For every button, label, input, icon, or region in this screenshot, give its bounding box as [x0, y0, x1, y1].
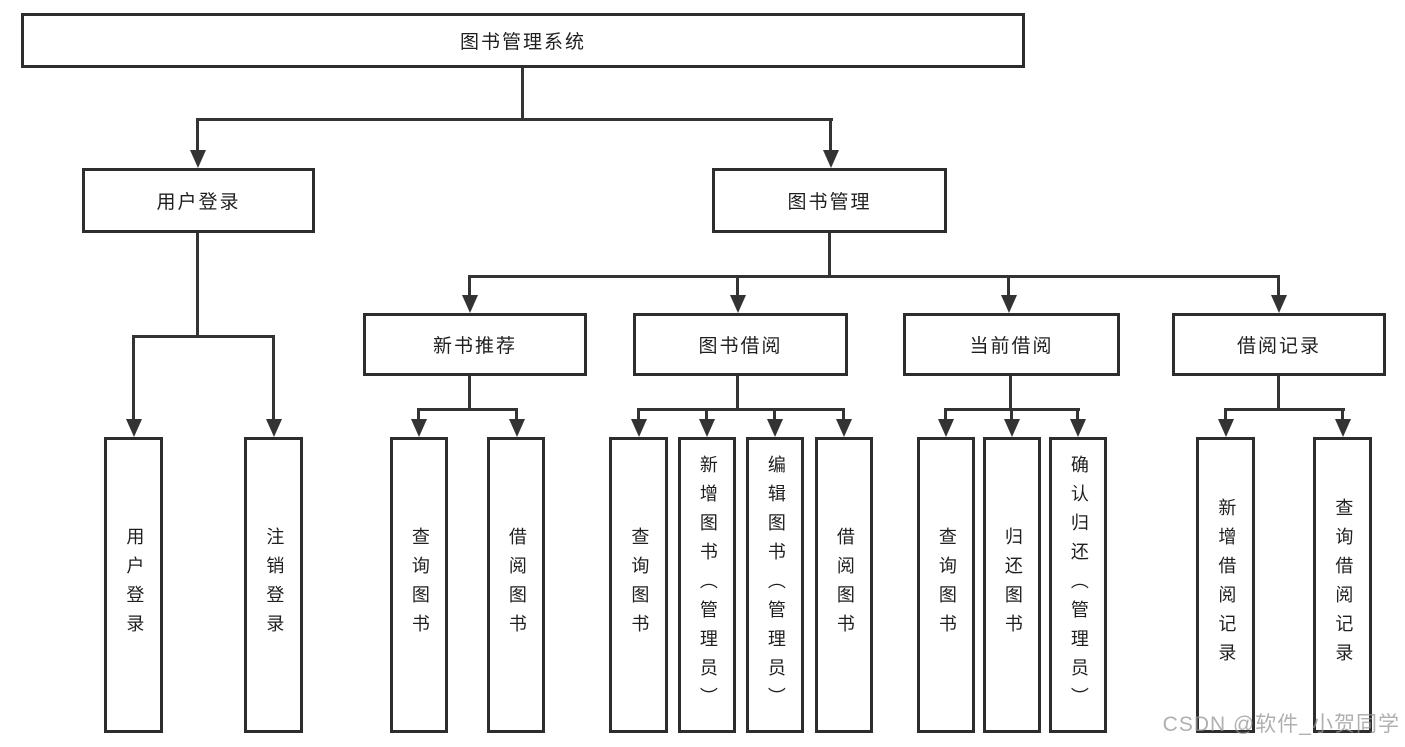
connector-root-to-userlogin — [196, 118, 199, 152]
node-root-label: 图书管理系统 — [459, 32, 586, 53]
connector-bookborrow-split — [637, 408, 845, 411]
node-current-borrow-label: 当前借阅 — [969, 336, 1054, 357]
leaf-query-books-newbook: 查询图书 — [390, 437, 448, 733]
node-borrow-record-label: 借阅记录 — [1236, 336, 1321, 357]
leaf-query-books-newbook-label: 查询图书 — [409, 527, 430, 643]
arrowhead-icon — [509, 419, 525, 437]
arrowhead-icon — [823, 150, 839, 168]
leaf-edit-books-admin-label: 编辑图书（管理员） — [765, 454, 786, 716]
leaf-confirm-return-admin: 确认归还（管理员） — [1049, 437, 1107, 733]
leaf-logout: 注销登录 — [244, 437, 303, 733]
leaf-confirm-return-admin-label: 确认归还（管理员） — [1068, 454, 1089, 716]
connector-newbook-stem — [468, 376, 471, 408]
node-user-login: 用户登录 — [82, 168, 315, 233]
arrowhead-icon — [631, 419, 647, 437]
leaf-return-books: 归还图书 — [983, 437, 1041, 733]
connector-currentborrow-arm3 — [1076, 408, 1079, 421]
connector-bookmgmt-split — [468, 275, 1280, 278]
arrowhead-icon — [1004, 419, 1020, 437]
node-borrow-record: 借阅记录 — [1172, 313, 1386, 376]
arrowhead-icon — [1271, 295, 1287, 313]
arrowhead-icon — [1335, 419, 1351, 437]
connector-root-stem — [521, 68, 524, 118]
connector-currentborrow-arm1 — [944, 408, 947, 421]
node-new-book-recommend-label: 新书推荐 — [432, 336, 517, 357]
leaf-query-books-current: 查询图书 — [917, 437, 975, 733]
node-current-borrow: 当前借阅 — [903, 313, 1120, 376]
connector-bookborrow-arm2 — [705, 408, 708, 421]
arrowhead-icon — [699, 419, 715, 437]
arrowhead-icon — [1218, 419, 1234, 437]
connector-to-newbook — [468, 275, 471, 296]
leaf-logout-label: 注销登录 — [264, 527, 285, 643]
arrowhead-icon — [730, 295, 746, 313]
leaf-add-books-admin: 新增图书（管理员） — [678, 437, 736, 733]
connector-currentborrow-stem — [1009, 376, 1012, 408]
arrowhead-icon — [462, 295, 478, 313]
arrowhead-icon — [938, 419, 954, 437]
node-book-borrow: 图书借阅 — [633, 313, 848, 376]
connector-newbook-arm1 — [417, 408, 420, 421]
connector-userlogin-to-login — [132, 335, 135, 420]
arrowhead-icon — [126, 419, 142, 437]
leaf-add-borrow-record-label: 新增借阅记录 — [1216, 498, 1237, 672]
connector-userlogin-to-logout — [272, 335, 275, 420]
node-book-management-label: 图书管理 — [787, 192, 872, 213]
arrowhead-icon — [1001, 295, 1017, 313]
connector-root-split — [196, 118, 833, 121]
leaf-query-borrow-record-label: 查询借阅记录 — [1333, 498, 1354, 672]
leaf-user-login-label: 用户登录 — [124, 527, 145, 643]
node-book-management: 图书管理 — [712, 168, 947, 233]
leaf-query-borrow-record: 查询借阅记录 — [1313, 437, 1372, 733]
arrowhead-icon — [266, 419, 282, 437]
leaf-borrow-books-newbook: 借阅图书 — [487, 437, 545, 733]
connector-to-bookborrow — [736, 275, 739, 296]
connector-userlogin-stem — [196, 233, 199, 335]
connector-borrowrecord-arm2 — [1341, 408, 1344, 421]
watermark: CSDN @软件_小贺同学 — [1162, 713, 1400, 736]
connector-to-borrowrecord — [1277, 275, 1280, 296]
connector-currentborrow-arm2 — [1010, 408, 1013, 421]
leaf-borrow-books-borrow-label: 借阅图书 — [834, 527, 855, 643]
connector-borrowrecord-arm1 — [1224, 408, 1227, 421]
connector-borrowrecord-split — [1224, 408, 1345, 411]
node-new-book-recommend: 新书推荐 — [363, 313, 587, 376]
node-root: 图书管理系统 — [21, 13, 1025, 68]
connector-bookmgmt-stem — [828, 233, 831, 275]
leaf-add-borrow-record: 新增借阅记录 — [1196, 437, 1255, 733]
leaf-add-books-admin-label: 新增图书（管理员） — [697, 454, 718, 716]
connector-userlogin-split — [132, 335, 275, 338]
arrowhead-icon — [1070, 419, 1086, 437]
leaf-query-books-current-label: 查询图书 — [936, 527, 957, 643]
leaf-edit-books-admin: 编辑图书（管理员） — [746, 437, 804, 733]
leaf-borrow-books-borrow: 借阅图书 — [815, 437, 873, 733]
leaf-return-books-label: 归还图书 — [1002, 527, 1023, 643]
leaf-user-login: 用户登录 — [104, 437, 163, 733]
connector-borrowrecord-stem — [1277, 376, 1280, 408]
connector-to-currentborrow — [1007, 275, 1010, 296]
leaf-query-books-borrow: 查询图书 — [609, 437, 668, 733]
arrowhead-icon — [836, 419, 852, 437]
arrowhead-icon — [190, 150, 206, 168]
node-user-login-label: 用户登录 — [156, 192, 241, 213]
connector-newbook-split — [417, 408, 518, 411]
connector-bookborrow-arm1 — [637, 408, 640, 421]
connector-root-to-bookmgmt — [829, 118, 832, 152]
arrowhead-icon — [411, 419, 427, 437]
node-book-borrow-label: 图书借阅 — [698, 336, 783, 357]
arrowhead-icon — [767, 419, 783, 437]
connector-bookborrow-arm4 — [842, 408, 845, 421]
leaf-borrow-books-newbook-label: 借阅图书 — [506, 527, 527, 643]
connector-bookborrow-stem — [736, 376, 739, 408]
connector-bookborrow-arm3 — [773, 408, 776, 421]
connector-newbook-arm2 — [515, 408, 518, 421]
leaf-query-books-borrow-label: 查询图书 — [629, 527, 650, 643]
